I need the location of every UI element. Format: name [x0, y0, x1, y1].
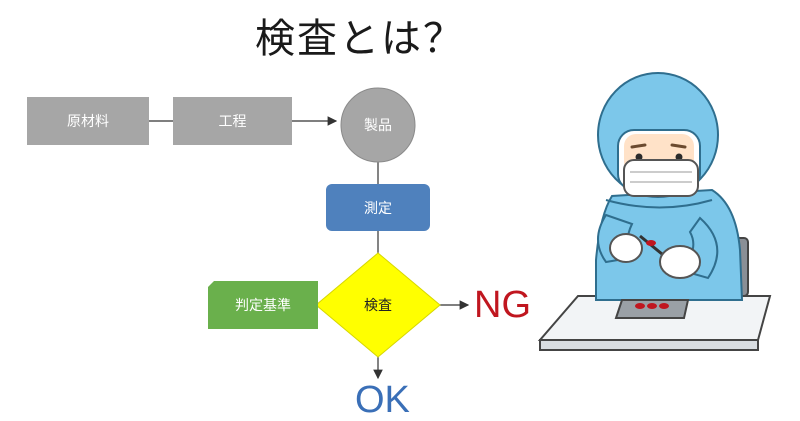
right-glove-icon [659, 245, 701, 279]
inspection-diamond [315, 252, 441, 358]
eyes-icon [635, 153, 643, 161]
page-title: 検査とは？ [255, 16, 465, 62]
red-sample-icon [646, 240, 656, 246]
product-circle [340, 87, 416, 163]
table-edge-icon [539, 339, 759, 351]
process-box [173, 97, 292, 145]
ng-label: NG [474, 284, 531, 326]
inspector-illustration [537, 72, 772, 351]
raw-material-box [27, 97, 149, 145]
left-glove-icon [609, 233, 643, 263]
criteria-box [208, 281, 318, 329]
face-mask-icon [623, 159, 699, 197]
ok-label: OK [355, 379, 410, 421]
measurement-box [326, 184, 430, 231]
